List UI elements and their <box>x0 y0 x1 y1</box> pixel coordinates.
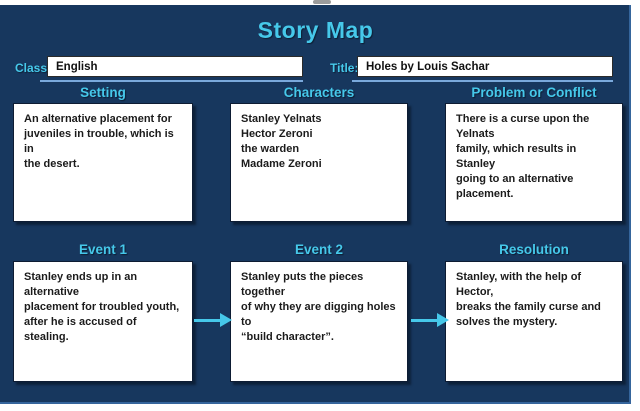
right-arrow-icon <box>411 313 449 328</box>
resolution-header: Resolution <box>499 242 569 257</box>
title-label: Title: <box>330 61 359 75</box>
event2-textbox[interactable]: Stanley puts the pieces together of why … <box>230 261 408 382</box>
class-input[interactable] <box>47 56 303 77</box>
event2-header: Event 2 <box>294 242 344 257</box>
page-title: Story Map <box>257 17 374 43</box>
problem-textbox[interactable]: There is a curse upon the Yelnats family… <box>445 103 623 222</box>
right-arrow-icon <box>194 313 232 328</box>
screen-artifact <box>313 0 331 4</box>
title-underline <box>352 80 613 82</box>
arrow-shaft <box>411 319 438 322</box>
event1-textbox[interactable]: Stanley ends up in an alternative placem… <box>13 261 193 382</box>
characters-header: Characters <box>283 85 355 100</box>
arrow-shaft <box>194 319 221 322</box>
characters-textbox[interactable]: Stanley Yelnats Hector Zeroni the warden… <box>230 103 408 222</box>
class-label: Class: <box>15 61 52 75</box>
class-underline <box>40 80 303 82</box>
resolution-textbox[interactable]: Stanley, with the help of Hector, breaks… <box>445 261 623 382</box>
arrow-head <box>220 313 232 327</box>
setting-header: Setting <box>80 85 126 100</box>
setting-textbox[interactable]: An alternative placement for juveniles i… <box>13 103 193 222</box>
event1-header: Event 1 <box>78 242 128 257</box>
title-input[interactable] <box>357 56 613 77</box>
arrow-head <box>437 313 449 327</box>
problem-header: Problem or Conflict <box>471 85 597 100</box>
